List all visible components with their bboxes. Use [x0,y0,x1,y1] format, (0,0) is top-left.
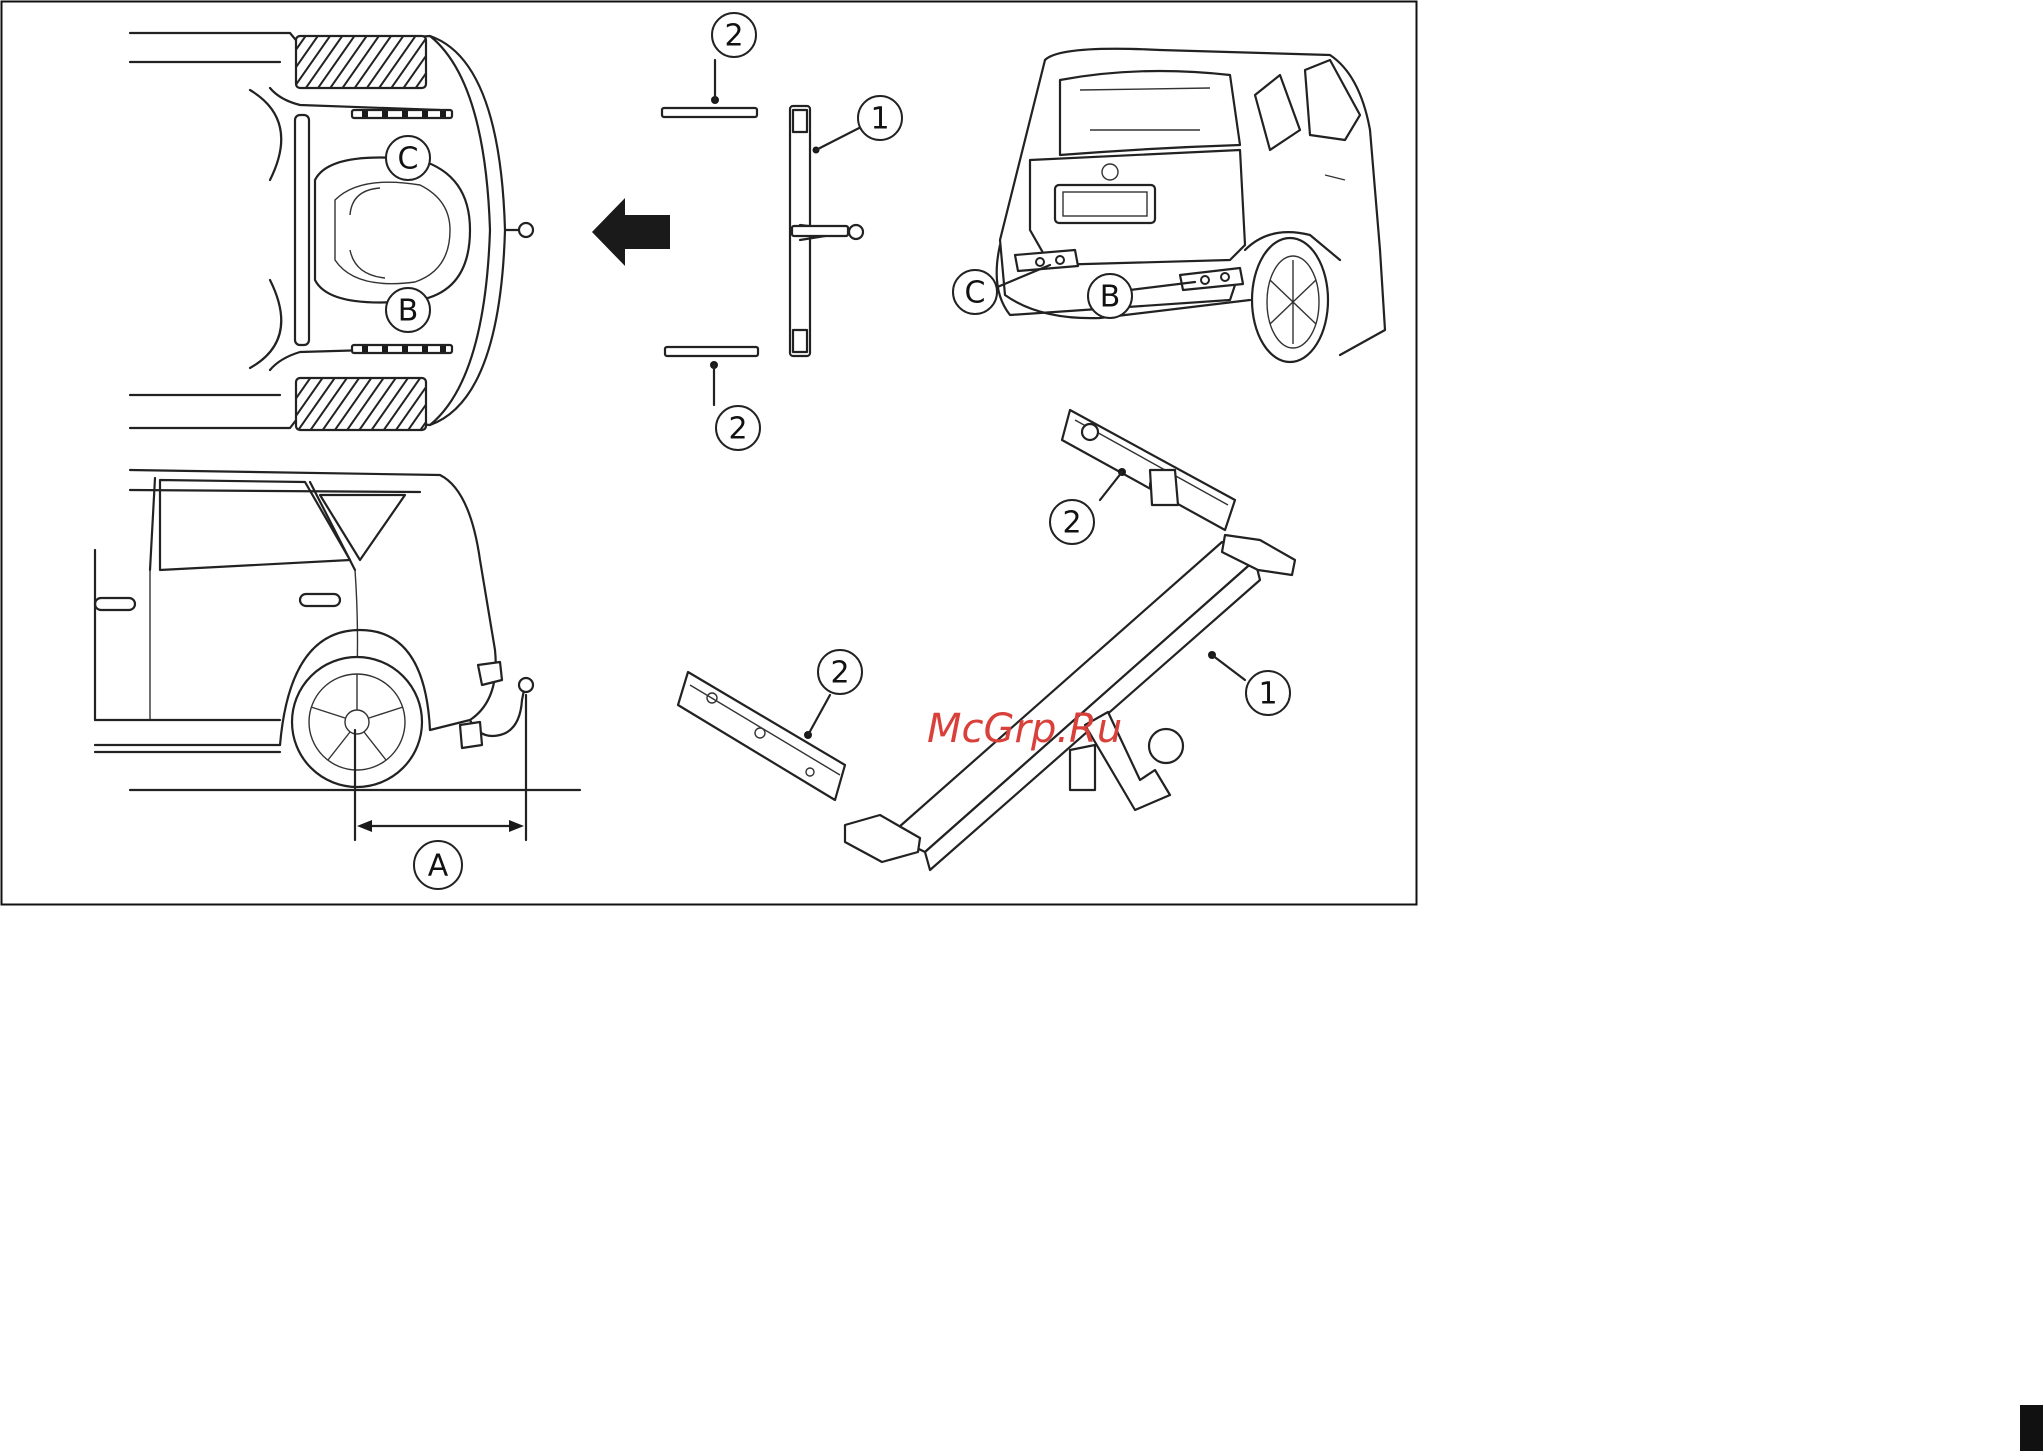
callout-b-rear: B [1088,274,1132,318]
callout-b-underside: B [386,288,430,332]
callout-c-underside: C [386,136,430,180]
svg-text:2: 2 [728,412,747,447]
svg-text:2: 2 [830,656,849,691]
svg-text:2: 2 [724,19,743,54]
figure-frame [2,2,1417,905]
svg-text:B: B [1100,280,1121,315]
parts-top-view: 2 2 1 [662,13,902,450]
callout-1-top: 1 [858,96,902,140]
tyre-upper [296,36,426,88]
callout-a: A [414,841,462,889]
callout-c-rear: C [953,270,997,314]
watermark: McGrp.Ru [927,706,1122,752]
svg-text:A: A [428,849,449,884]
svg-text:1: 1 [1258,677,1277,712]
svg-text:1: 1 [870,102,889,137]
page-tab-marker [2020,1405,2043,1451]
direction-arrow [592,198,670,266]
tyre-lower [296,378,426,430]
callout-2-top: 2 [712,13,756,57]
svg-text:C: C [398,142,419,177]
towbar-isometric-view: 2 2 1 [678,410,1295,870]
callout-2-bottom: 2 [716,406,760,450]
callout-2-iso-lower: 2 [818,650,862,694]
callout-2-iso-upper: 2 [1050,500,1094,544]
callout-1-iso: 1 [1246,671,1290,715]
svg-text:C: C [965,276,986,311]
underside-view: C B [130,33,533,430]
side-view: A [95,470,580,889]
svg-text:2: 2 [1062,506,1081,541]
svg-text:B: B [398,294,419,329]
rear-three-quarter-view: C B [953,49,1385,362]
